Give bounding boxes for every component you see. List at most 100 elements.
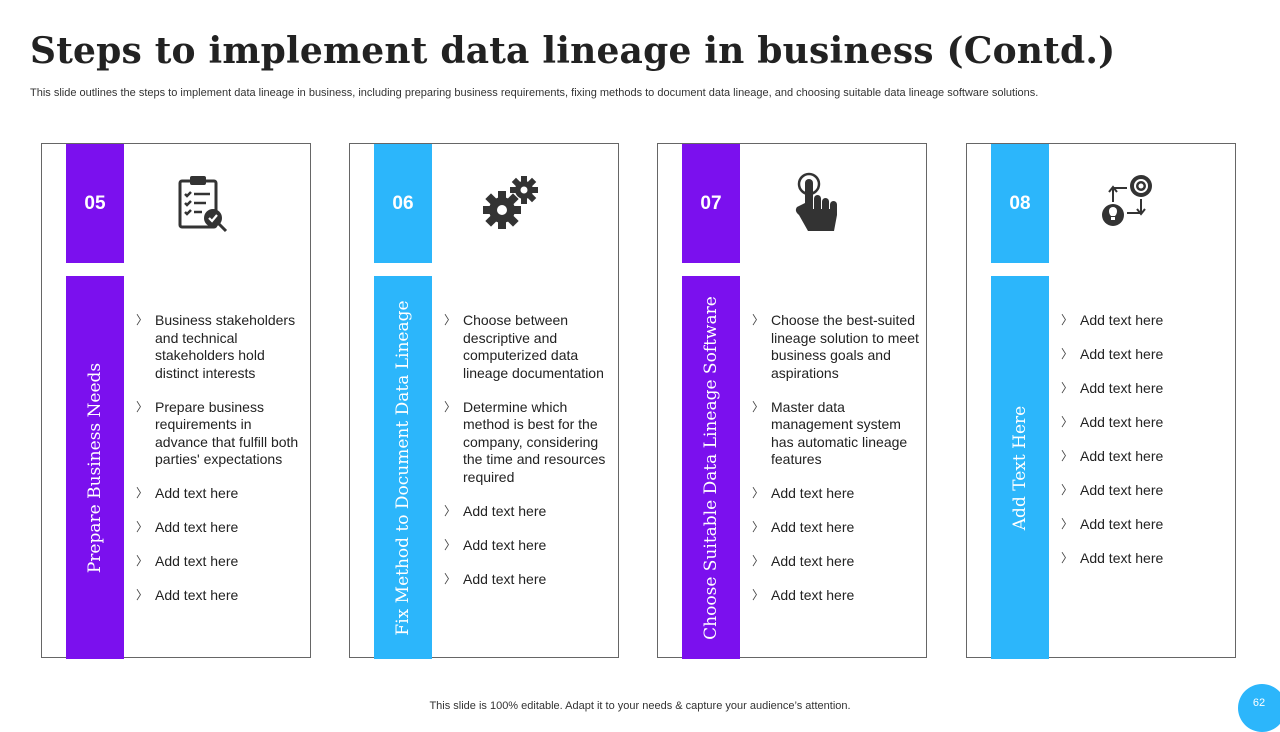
gears-icon	[478, 172, 542, 236]
step-card-06: 06 Fix Method to Document Data L	[349, 143, 619, 659]
list-item: 〉 Master data management system has autom…	[752, 399, 922, 469]
chevron-right-icon: 〉	[1061, 551, 1074, 565]
step-heading: Fix Method to Document Data Lineage	[393, 299, 413, 636]
clipboard-checklist-icon	[170, 172, 234, 236]
list-item: 〉 Add text here	[136, 485, 306, 503]
list-item: 〉 Determine which method is best for the …	[444, 399, 614, 487]
list-item-text: Add text here	[771, 553, 855, 569]
page-title: Steps to implement data lineage in busin…	[30, 30, 1116, 72]
chevron-right-icon: 〉	[752, 313, 765, 327]
page-number-badge: 62	[1238, 684, 1280, 732]
list-item-text: Master data management system has automa…	[771, 398, 908, 468]
step-card-08: 08 Add Text Here 〉 Add text here 〉 Add tex…	[966, 143, 1236, 659]
list-item-text: Add text here	[463, 536, 547, 553]
bullet-list: 〉 Business stakeholders and technical sta…	[136, 312, 306, 621]
bullet-list: 〉 Choose the best-suited lineage solution…	[752, 312, 922, 621]
list-item-text: Add text here	[463, 570, 547, 587]
list-item: 〉 Add text here	[752, 519, 922, 537]
list-item: 〉 Add text here	[136, 553, 306, 571]
list-item: 〉 Add text here	[752, 485, 922, 503]
footer-note: This slide is 100% editable. Adapt it to…	[429, 700, 851, 712]
list-item-text: Determine which method is best for the c…	[463, 398, 606, 485]
chevron-right-icon: 〉	[136, 486, 149, 500]
list-item: 〉 Add text here	[1061, 414, 1231, 432]
list-item-text: Add text here	[1080, 346, 1164, 362]
chevron-right-icon: 〉	[136, 554, 149, 568]
chevron-right-icon: 〉	[444, 503, 457, 518]
chevron-right-icon: 〉	[136, 520, 149, 534]
chevron-right-icon: 〉	[752, 486, 765, 500]
list-item: 〉 Add text here	[1061, 550, 1231, 568]
list-item-text: Add text here	[1080, 448, 1164, 464]
chevron-right-icon: 〉	[444, 571, 457, 586]
chevron-right-icon: 〉	[444, 313, 457, 327]
step-heading-bar: Fix Method to Document Data Lineage	[374, 276, 432, 659]
list-item: 〉 Add text here	[1061, 346, 1231, 364]
list-item: 〉 Add text here	[1061, 516, 1231, 534]
list-item-text: Add text here	[771, 485, 855, 501]
list-item-text: Prepare business requirements in advance…	[155, 398, 299, 468]
list-item-text: Choose between descriptive and computeri…	[463, 312, 604, 381]
step-heading-bar: Add Text Here	[991, 276, 1049, 659]
list-item-text: Add text here	[1080, 516, 1164, 532]
hand-pointer-icon	[786, 172, 850, 236]
list-item: 〉 Add text here	[136, 519, 306, 537]
list-item: 〉 Add text here	[752, 587, 922, 605]
list-item-text: Add text here	[155, 485, 239, 501]
list-item: 〉 Add text here	[1061, 312, 1231, 330]
chevron-right-icon: 〉	[1061, 381, 1074, 395]
chevron-right-icon: 〉	[1061, 347, 1074, 361]
list-item: 〉 Business stakeholders and technical sta…	[136, 312, 306, 382]
chevron-right-icon: 〉	[752, 554, 765, 568]
chevron-right-icon: 〉	[752, 588, 765, 602]
chevron-right-icon: 〉	[1061, 313, 1074, 327]
list-item-text: Add text here	[155, 587, 239, 603]
list-item: 〉 Choose between descriptive and computer…	[444, 312, 614, 382]
chevron-right-icon: 〉	[1061, 483, 1074, 497]
step-number: 06	[374, 144, 432, 263]
page-subtitle: This slide outlines the steps to impleme…	[30, 87, 1039, 99]
list-item-text: Business stakeholders and technical stak…	[155, 312, 296, 381]
chevron-right-icon: 〉	[136, 399, 149, 414]
idea-process-icon	[1095, 172, 1159, 236]
chevron-right-icon: 〉	[1061, 517, 1074, 531]
list-item-text: Add text here	[1080, 550, 1164, 566]
list-item-text: Add text here	[771, 519, 855, 535]
list-item: 〉 Add text here	[1061, 482, 1231, 500]
step-number: 07	[682, 144, 740, 263]
step-card-05: 05 Prepare Business Needs 〉 Business stak…	[41, 143, 311, 659]
list-item: 〉 Add text here	[444, 571, 614, 589]
list-item: 〉 Add text here	[752, 553, 922, 571]
step-card-07: 07 Choose Suitable Data Lineage Software…	[657, 143, 927, 659]
chevron-right-icon: 〉	[752, 399, 765, 414]
list-item: 〉 Choose the best-suited lineage solution…	[752, 312, 922, 382]
list-item-text: Add text here	[155, 519, 239, 535]
list-item-text: Add text here	[771, 587, 855, 603]
list-item: 〉 Prepare business requirements in advanc…	[136, 399, 306, 469]
list-item-text: Add text here	[1080, 482, 1164, 498]
step-number: 08	[991, 144, 1049, 263]
chevron-right-icon: 〉	[1061, 415, 1074, 429]
list-item-text: Choose the best-suited lineage solution …	[771, 312, 919, 381]
list-item: 〉 Add text here	[136, 587, 306, 605]
list-item: 〉 Add text here	[444, 537, 614, 555]
step-heading: Prepare Business Needs	[85, 362, 105, 573]
chevron-right-icon: 〉	[752, 520, 765, 534]
list-item: 〉 Add text here	[1061, 448, 1231, 466]
list-item-text: Add text here	[1080, 380, 1164, 396]
chevron-right-icon: 〉	[444, 399, 457, 414]
list-item-text: Add text here	[1080, 414, 1164, 430]
chevron-right-icon: 〉	[1061, 449, 1074, 463]
list-item: 〉 Add text here	[1061, 380, 1231, 398]
step-heading-bar: Prepare Business Needs	[66, 276, 124, 659]
step-heading: Choose Suitable Data Lineage Software	[701, 295, 721, 640]
list-item-text: Add text here	[463, 502, 547, 519]
bullet-list: 〉 Add text here 〉 Add text here 〉 Add text …	[1061, 312, 1231, 584]
list-item-text: Add text here	[1080, 312, 1164, 328]
step-heading-bar: Choose Suitable Data Lineage Software	[682, 276, 740, 659]
list-item-text: Add text here	[155, 553, 239, 569]
step-number: 05	[66, 144, 124, 263]
chevron-right-icon: 〉	[444, 537, 457, 552]
chevron-right-icon: 〉	[136, 588, 149, 602]
chevron-right-icon: 〉	[136, 313, 149, 327]
